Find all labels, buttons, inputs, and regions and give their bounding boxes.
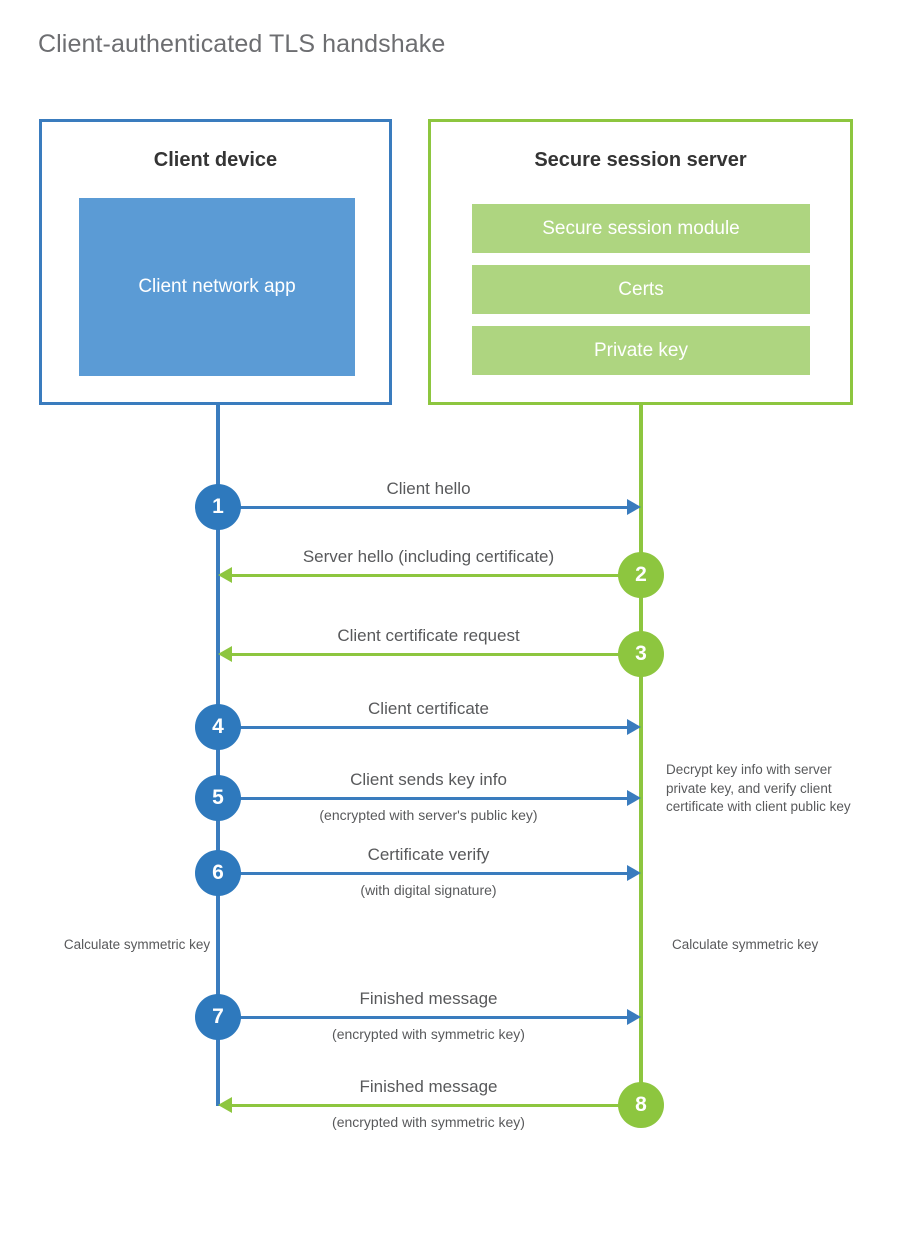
message-sublabel-6: (with digital signature)	[360, 882, 497, 898]
arrow-line-6	[218, 872, 637, 875]
server-module-secure-session-module: Secure session module	[472, 204, 810, 253]
arrow-head-icon-4	[627, 719, 641, 735]
message-label-1: Client hello	[386, 479, 471, 498]
arrow-head-icon-8	[218, 1097, 232, 1113]
arrow-head-icon-1	[627, 499, 641, 515]
arrow-line-1	[218, 506, 637, 509]
server-module-private-key: Private key	[472, 326, 810, 375]
client-device-title: Client device	[153, 149, 278, 171]
step-badge-6[interactable]: 6	[195, 850, 241, 896]
arrow-line-4	[218, 726, 637, 729]
arrow-line-2	[232, 574, 641, 577]
client-device-box: Client device Client network app	[39, 119, 392, 405]
client-lifeline	[216, 405, 220, 1106]
step-badge-2[interactable]: 2	[618, 552, 664, 598]
client-network-app-block: Client network app	[79, 198, 355, 376]
message-sublabel-5: (encrypted with server's public key)	[319, 807, 538, 823]
step-badge-5[interactable]: 5	[195, 775, 241, 821]
server-decrypt-note: Decrypt key info with server private key…	[666, 762, 851, 815]
arrow-line-7	[218, 1016, 637, 1019]
arrow-line-5	[218, 797, 637, 800]
arrow-head-icon-7	[627, 1009, 641, 1025]
arrow-line-3	[232, 653, 641, 656]
message-label-4: Client certificate	[368, 699, 489, 718]
arrow-head-icon-5	[627, 790, 641, 806]
arrow-head-icon-3	[218, 646, 232, 662]
step-badge-1[interactable]: 1	[195, 484, 241, 530]
arrow-head-icon-6	[627, 865, 641, 881]
page-title: Client-authenticated TLS handshake	[38, 30, 446, 58]
message-label-5: Client sends key info	[350, 770, 507, 789]
message-sublabel-7: (encrypted with symmetric key)	[332, 1026, 525, 1042]
server-calculate-symmetric-key-note: Calculate symmetric key	[672, 937, 819, 952]
arrow-head-icon-2	[218, 567, 232, 583]
secure-session-server-title: Secure session server	[534, 149, 747, 171]
server-lifeline	[639, 405, 643, 1106]
client-calculate-symmetric-key-note: Calculate symmetric key	[63, 937, 211, 952]
secure-session-server-box: Secure session server Secure session mod…	[428, 119, 853, 405]
arrow-line-8	[232, 1104, 641, 1107]
message-label-2: Server hello (including certificate)	[302, 547, 555, 566]
step-badge-8[interactable]: 8	[618, 1082, 664, 1128]
step-badge-7[interactable]: 7	[195, 994, 241, 1040]
message-sublabel-8: (encrypted with symmetric key)	[332, 1114, 525, 1130]
step-badge-3[interactable]: 3	[618, 631, 664, 677]
message-label-3: Client certificate request	[337, 626, 520, 645]
message-label-6: Certificate verify	[367, 845, 490, 864]
server-module-certs: Certs	[472, 265, 810, 314]
step-badge-4[interactable]: 4	[195, 704, 241, 750]
message-label-7: Finished message	[359, 989, 498, 1008]
message-label-8: Finished message	[359, 1077, 498, 1096]
